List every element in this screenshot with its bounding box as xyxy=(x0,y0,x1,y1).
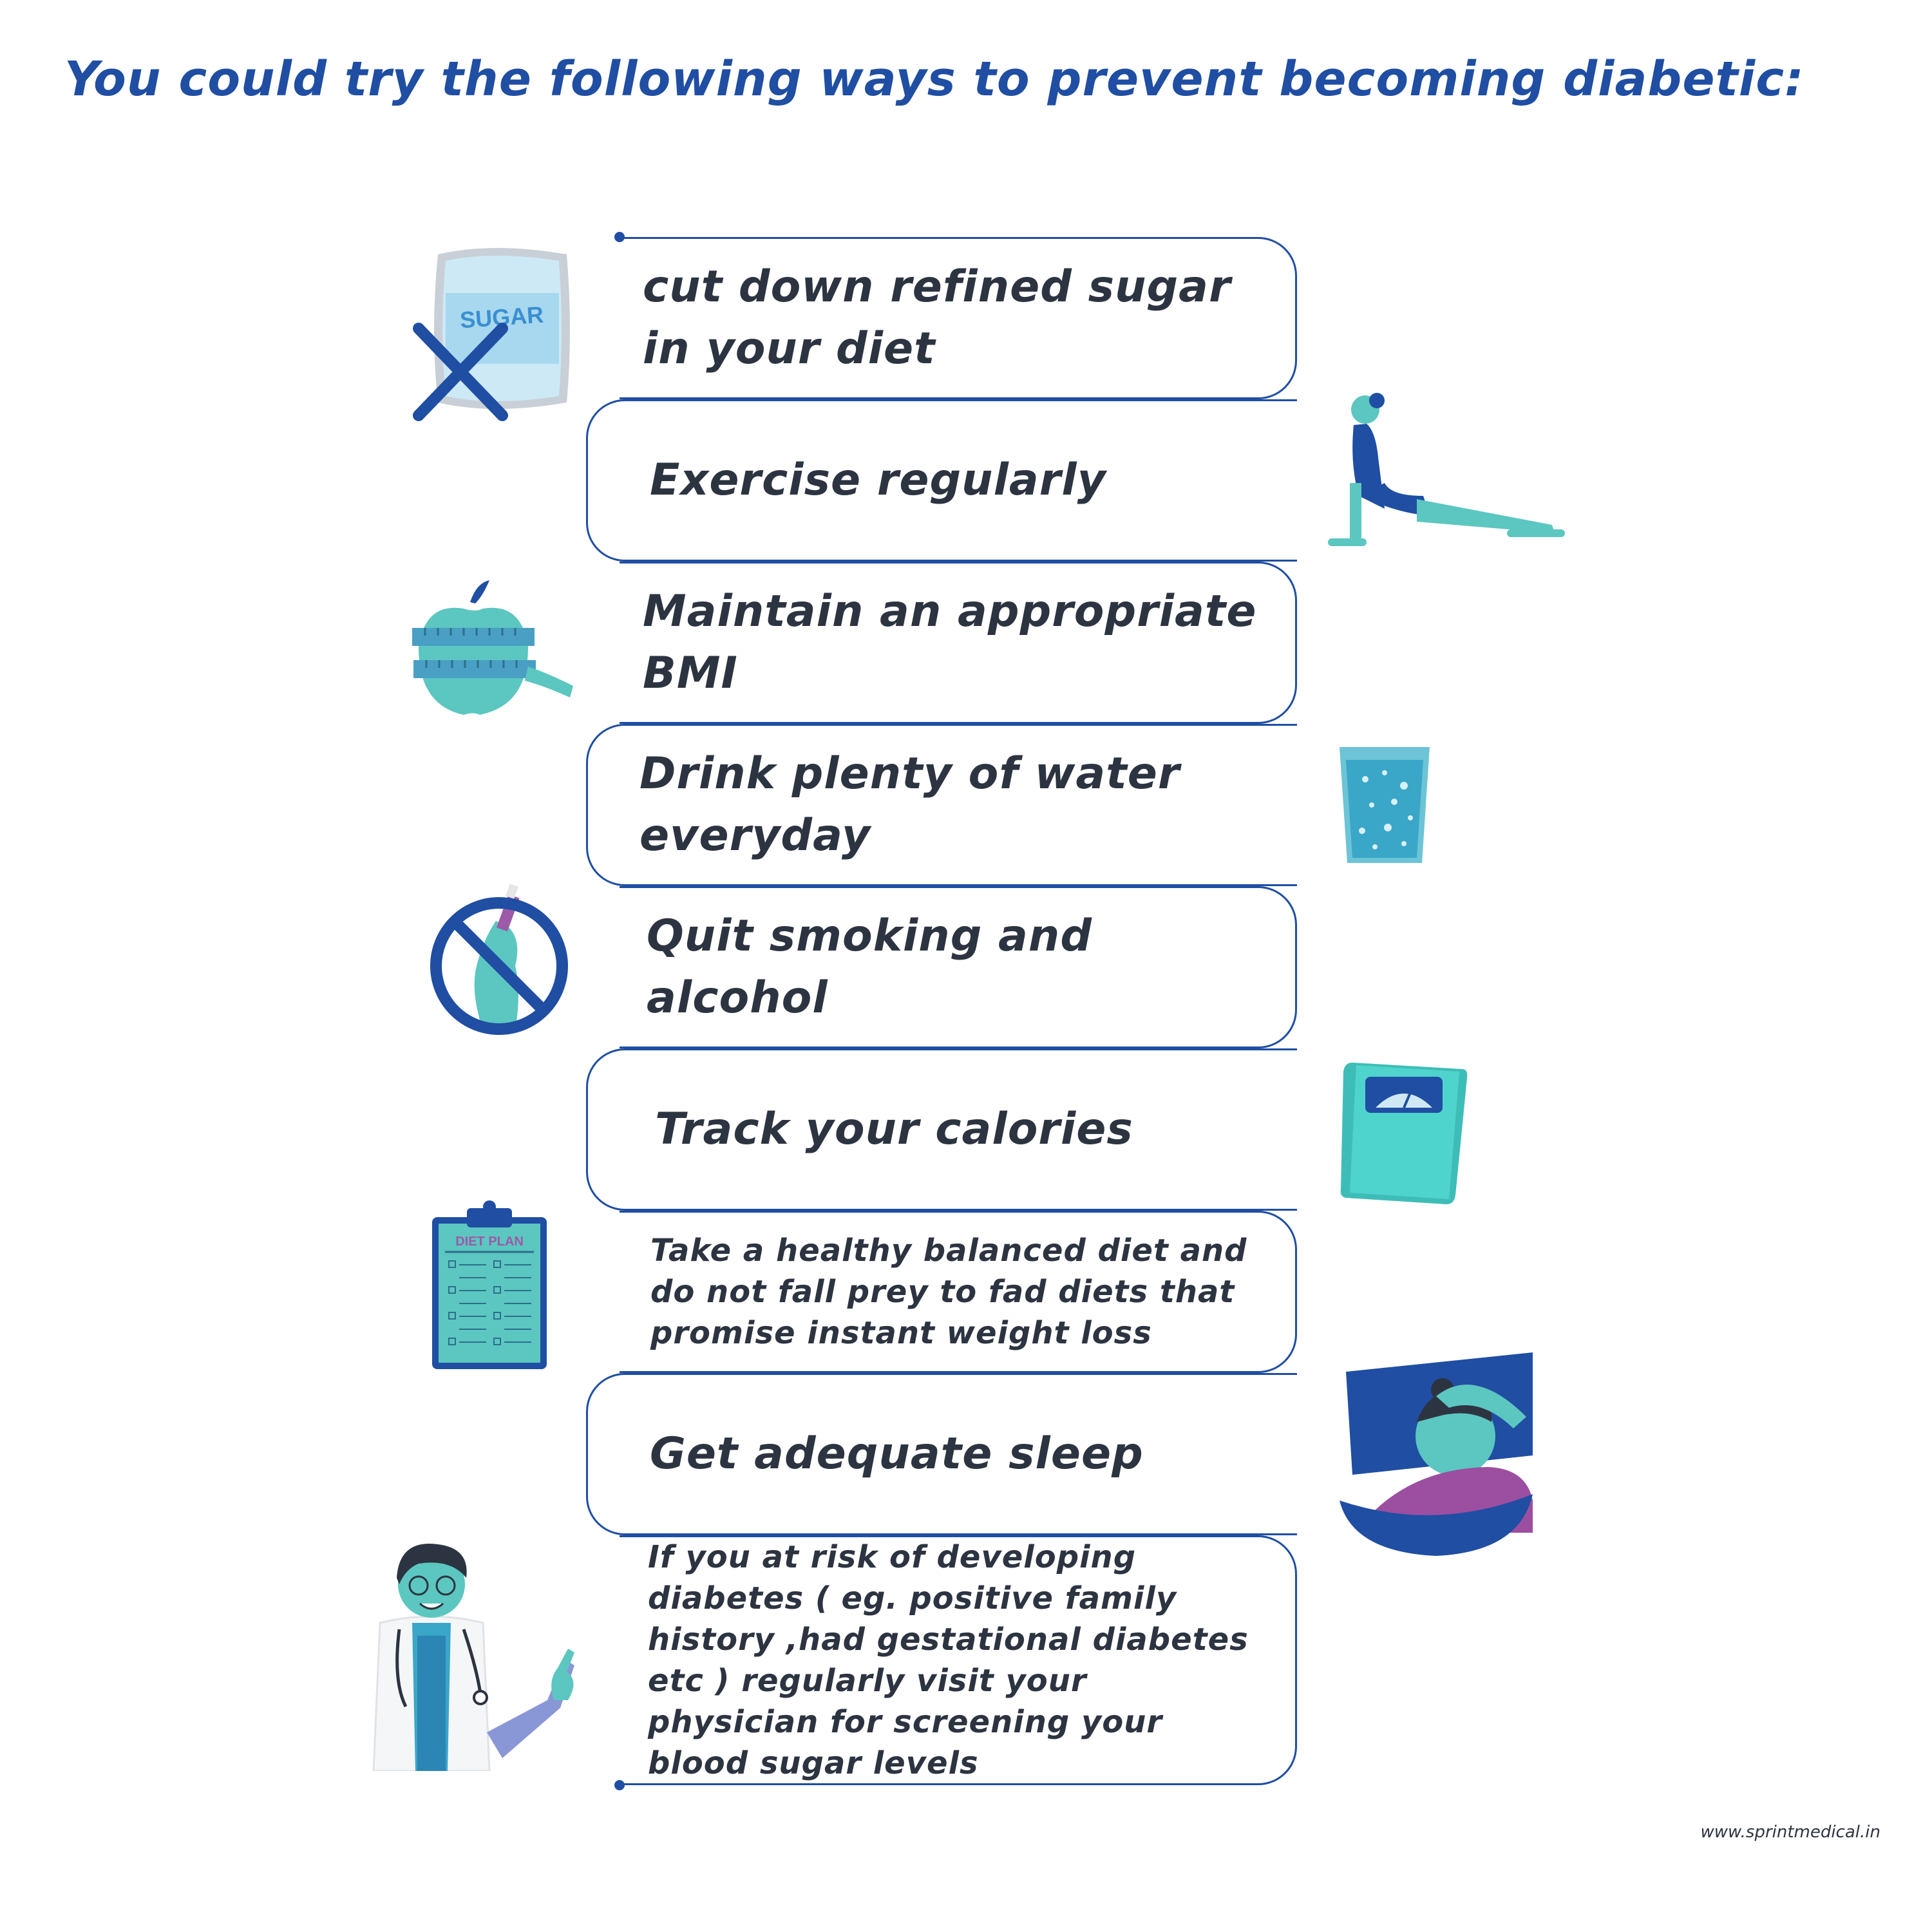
doctor-icon xyxy=(372,1544,574,1771)
tip-text-diet: Take a healthy balanced diet and do not … xyxy=(650,1233,1247,1351)
tip-text-bmi: Maintain an appropriate BMI xyxy=(643,586,1257,699)
tip-text-sugar: cut down refined sugar in your diet xyxy=(643,261,1231,374)
tip-card-sleep: Get adequate sleep xyxy=(586,1373,1297,1535)
yoga-pose-icon xyxy=(1328,393,1565,546)
water-glass-icon xyxy=(1340,747,1430,863)
tip-text-exercise: Exercise regularly xyxy=(650,455,1106,506)
tip-card-bmi: Maintain an appropriate BMI xyxy=(620,562,1297,724)
tip-text-sleep: Get adequate sleep xyxy=(650,1428,1144,1479)
sleeping-person-icon xyxy=(1340,1352,1533,1556)
page-title: You could try the following ways to prev… xyxy=(64,52,1804,107)
sugar-bag-crossed-icon: SUGAR xyxy=(413,248,570,421)
website-footer: www.sprintmedical.in xyxy=(1700,1823,1881,1842)
tip-card-exercise: Exercise regularly xyxy=(586,399,1297,562)
apple-measuring-tape-icon xyxy=(412,580,573,715)
tip-text-water: Drink plenty of water everyday xyxy=(639,748,1180,861)
tip-text-physician: If you at risk of developing diabetes ( … xyxy=(648,1539,1249,1781)
tip-card-water: Drink plenty of water everyday xyxy=(586,724,1297,886)
no-smoking-icon xyxy=(430,884,568,1035)
tip-text-smoking: Quit smoking and alcohol xyxy=(647,911,1093,1023)
diet-plan-clipboard-icon: DIET PLAN xyxy=(432,1200,547,1369)
tip-card-physician: If you at risk of developing diabetes ( … xyxy=(620,1535,1297,1785)
tip-card-diet: Take a healthy balanced diet and do not … xyxy=(620,1211,1297,1373)
tip-text-calories: Track your calories xyxy=(655,1104,1133,1155)
tip-card-sugar: cut down refined sugar in your diet xyxy=(620,237,1297,399)
diet-plan-label: DIET PLAN xyxy=(455,1235,524,1249)
tip-card-smoking: Quit smoking and alcohol xyxy=(620,886,1297,1048)
weighing-scale-icon xyxy=(1340,1063,1468,1204)
tip-card-calories: Track your calories xyxy=(586,1048,1297,1211)
timeline-end-dot xyxy=(614,1780,625,1790)
